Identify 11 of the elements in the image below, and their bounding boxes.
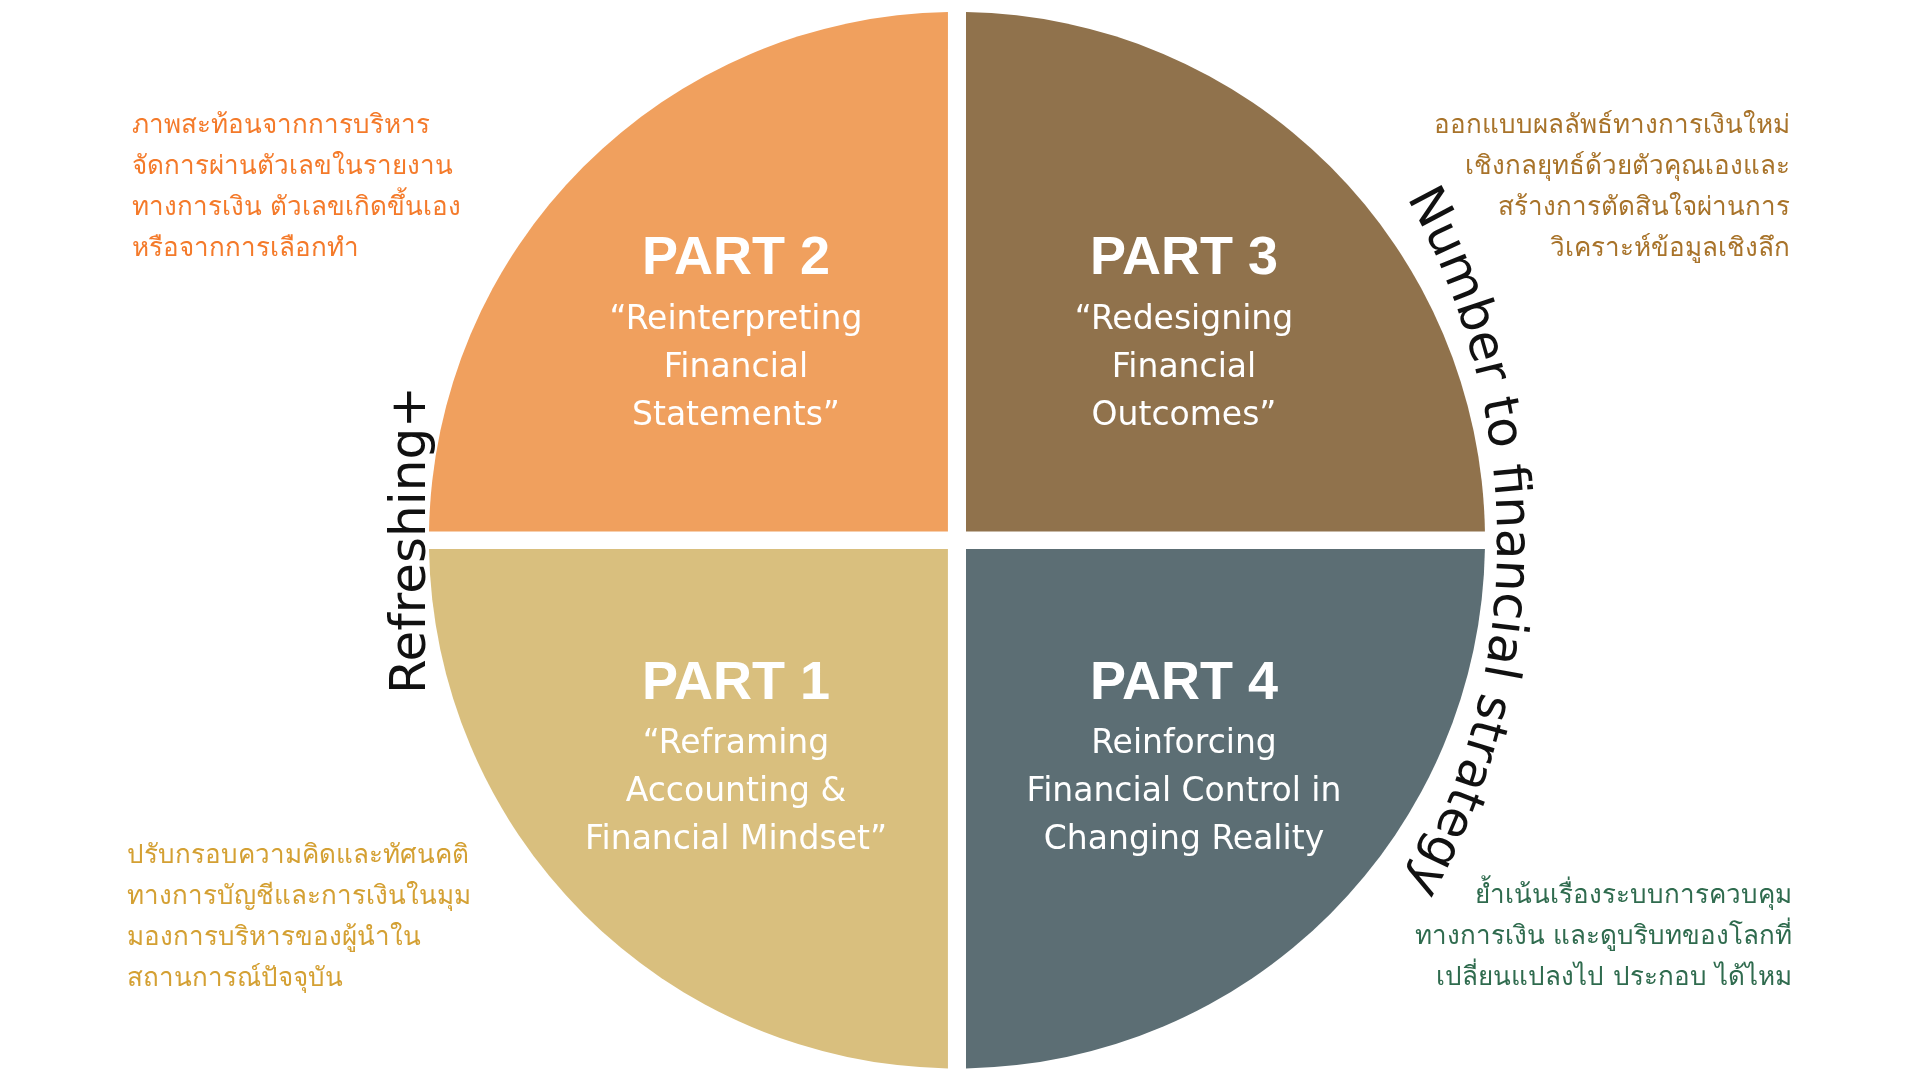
- part-heading: PART 4: [1090, 653, 1278, 707]
- vertical-caption: Refreshing+: [379, 386, 437, 694]
- part-title: “Reframing Accounting & Financial Mindset”: [583, 721, 888, 859]
- part-title: “Redesigning Financial Outcomes”: [1073, 297, 1295, 435]
- part-title: “Reinterpreting Financial Statements”: [608, 297, 864, 435]
- part-heading: PART 2: [641, 228, 830, 282]
- description-text: ปรับกรอบความคิดและทัศนคติทางการบัญชีและการเงินในมุมมองการบริหารของผู้นำในสถานการณ์ปัจจุบัน: [127, 838, 472, 995]
- description-text: ภาพสะท้อนจากการบริหารจัดการผ่านตัวเลขในรายงานทางการเงิน ตัวเลขเกิดขึ้นเองหรือจากการเลือกทำ: [132, 108, 463, 264]
- part-title: Reinforcing Financial Control in Changing Reality: [1025, 721, 1343, 859]
- part-heading: PART 3: [1090, 228, 1278, 282]
- part-heading: PART 1: [641, 653, 830, 707]
